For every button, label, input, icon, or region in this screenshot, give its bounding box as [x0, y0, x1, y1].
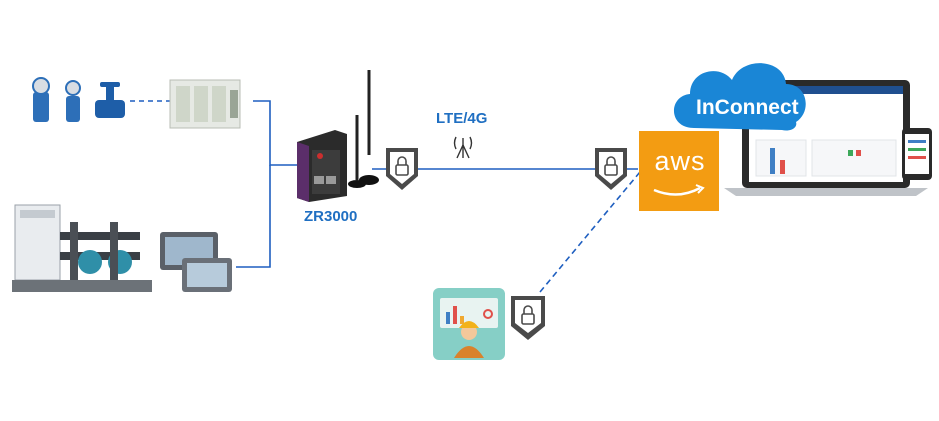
remote-vpn-line: [539, 171, 641, 293]
hmi-icon: [160, 232, 232, 292]
router-label: ZR3000: [304, 208, 358, 225]
cloud-label: InConnect: [696, 96, 799, 119]
aws-label: aws: [654, 146, 706, 176]
cell-tower-icon: [453, 136, 473, 159]
lock-shield-icon: [511, 296, 545, 340]
router-icon: [297, 70, 379, 202]
aws-box: [639, 131, 719, 211]
engineer-icon: [433, 288, 505, 360]
lock-shield-icon: [386, 148, 418, 190]
field-bracket-top: [253, 100, 298, 166]
plc-icon: [169, 79, 241, 129]
pump-skid-icon: [12, 204, 152, 292]
instrument-icon: [32, 77, 125, 122]
cloud-icon: [673, 63, 806, 131]
phone-icon: [902, 128, 932, 180]
field-bracket-bottom: [236, 165, 271, 268]
lock-shield-icon: [595, 148, 627, 190]
link-label: LTE/4G: [436, 110, 488, 127]
